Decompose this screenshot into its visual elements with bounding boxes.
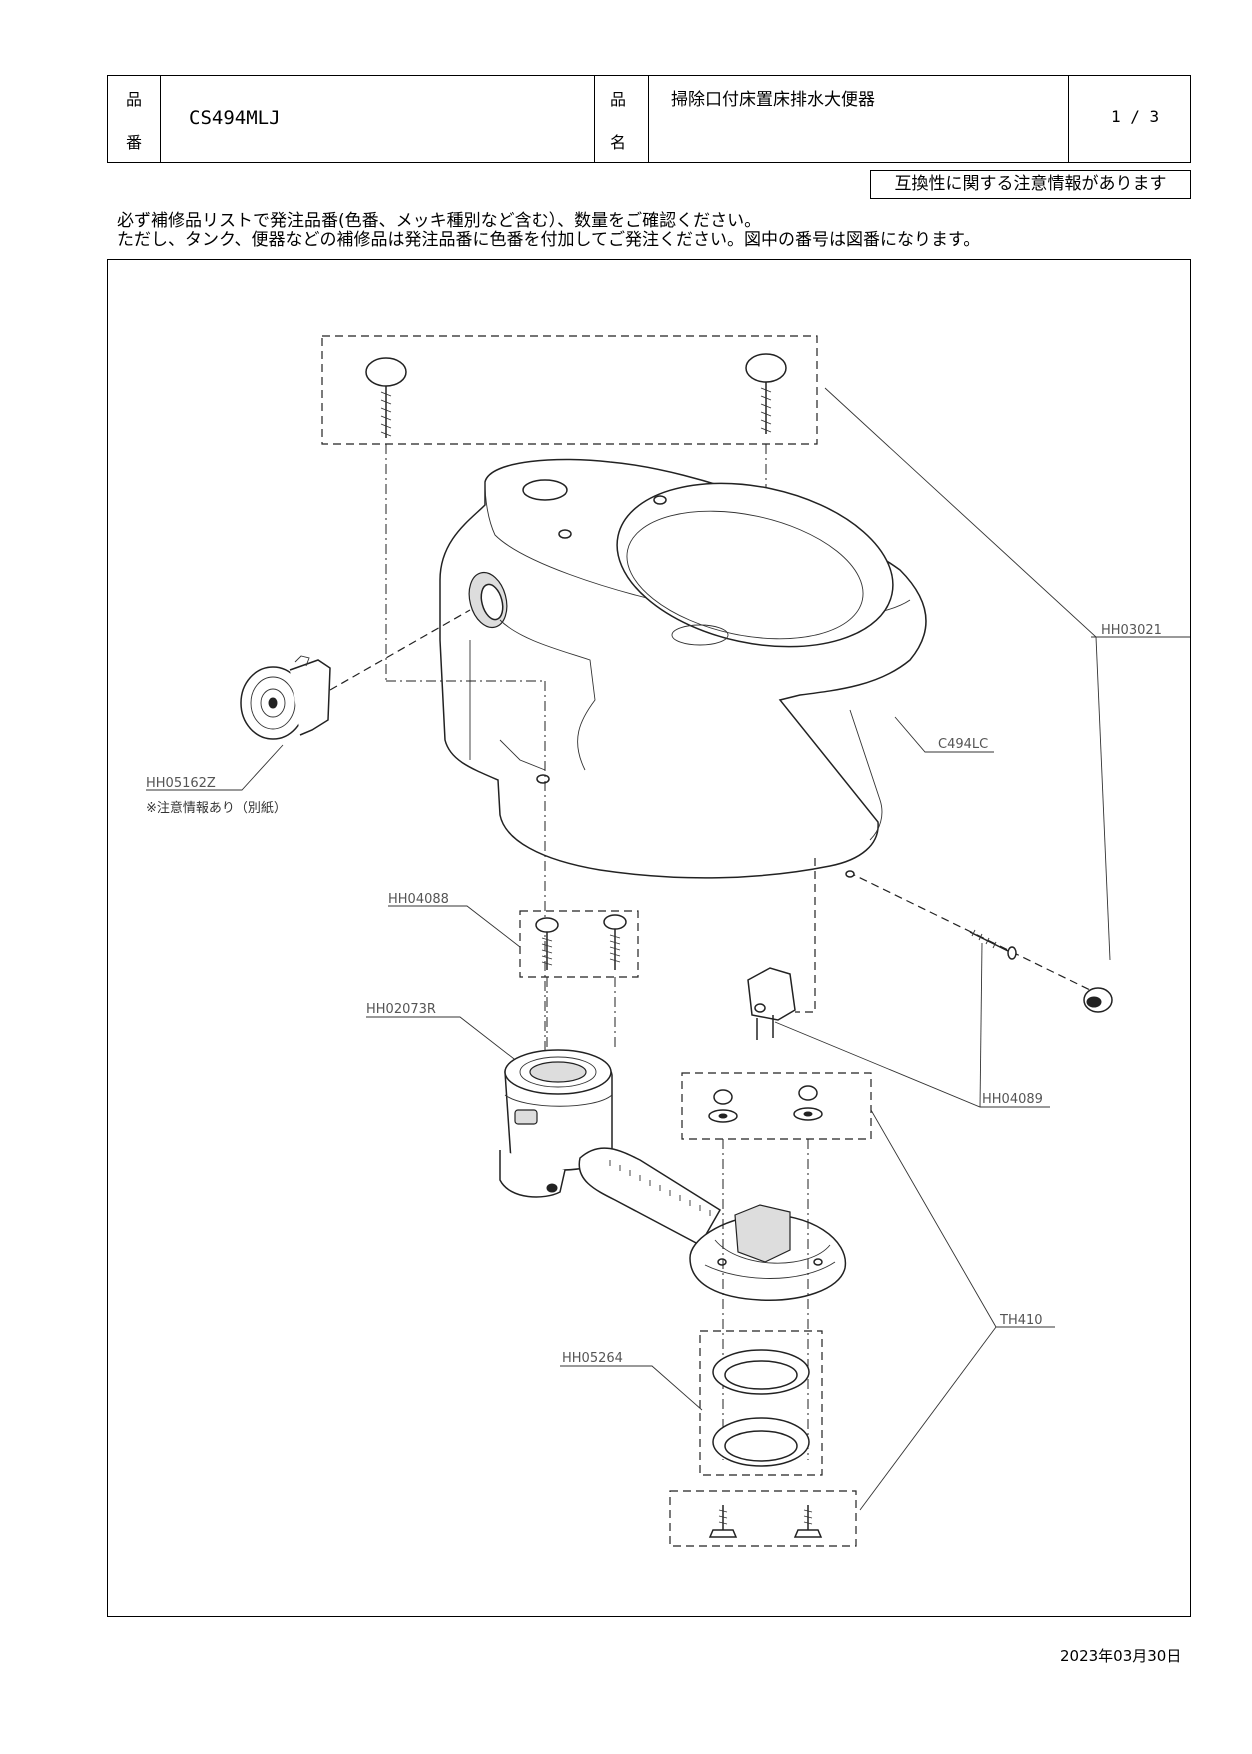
- screw-left: [535, 917, 559, 970]
- side-bolt: [969, 929, 1017, 960]
- exploded-diagram-frame: [107, 259, 1191, 1617]
- page-number: 1 / 3: [1111, 107, 1160, 126]
- gasket-upper: [712, 1349, 810, 1395]
- product-name-label-bottom: 名: [610, 133, 627, 152]
- instruction-line-2: ただし、タンク、便器などの補修品は発注品番に色番を付加してご発注ください。図中の…: [117, 230, 981, 250]
- issue-date: 2023年03月30日: [1060, 1647, 1182, 1665]
- part-no-label-top: 品: [126, 90, 143, 109]
- cap-nut: [1083, 987, 1113, 1013]
- label-hh05162z: HH05162Z: [146, 776, 216, 791]
- bottom-bolts-group-box: [669, 1490, 857, 1547]
- screws-group-box: [519, 910, 639, 978]
- drain-flange: [689, 1204, 847, 1301]
- gasket-lower: [712, 1417, 810, 1467]
- compatibility-notice: 互換性に関する注意情報があります: [870, 170, 1191, 199]
- screw-right: [603, 914, 627, 970]
- part-number: CS494MLJ: [189, 107, 281, 129]
- cap-bolt-left: [365, 357, 407, 438]
- label-hh05162z-note: ※注意情報あり（別紙）: [146, 800, 287, 816]
- gaskets-group-box: [699, 1330, 823, 1476]
- nut-washer-left: [708, 1089, 738, 1123]
- label-hh02073r: HH02073R: [366, 1002, 436, 1017]
- product-name-label-top: 品: [610, 90, 627, 109]
- label-hh05264: HH05264: [562, 1351, 623, 1366]
- cap-bolt-right: [745, 353, 787, 434]
- product-name: 掃除口付床置床排水大便器: [671, 90, 875, 110]
- label-hh04088: HH04088: [388, 892, 449, 907]
- header-table: 品 番 CS494MLJ 品 名 掃除口付床置床排水大便器 1 / 3: [107, 75, 1191, 163]
- top-bolts-group-box: [321, 335, 818, 445]
- label-hh03021: HH03021: [1101, 623, 1162, 638]
- t-bolt-left: [708, 1505, 738, 1538]
- t-bolt-right: [793, 1505, 823, 1538]
- label-c494lc: C494LC: [938, 737, 988, 752]
- instruction-line-1: 必ず補修品リストで発注品番(色番、メッキ種別など含む）、数量をご確認ください。: [117, 211, 762, 231]
- drain-adapter: [499, 1049, 613, 1198]
- label-hh04089: HH04089: [982, 1092, 1043, 1107]
- floor-bracket: [747, 967, 796, 1040]
- toilet-bowl: [439, 458, 927, 879]
- nuts-group-box: [681, 1072, 872, 1140]
- nut-washer-right: [793, 1085, 823, 1121]
- label-th410: TH410: [999, 1313, 1043, 1328]
- drain-pipe: [578, 1147, 722, 1247]
- part-no-label-bottom: 番: [126, 133, 143, 152]
- cleanout-cap-part: [240, 655, 331, 740]
